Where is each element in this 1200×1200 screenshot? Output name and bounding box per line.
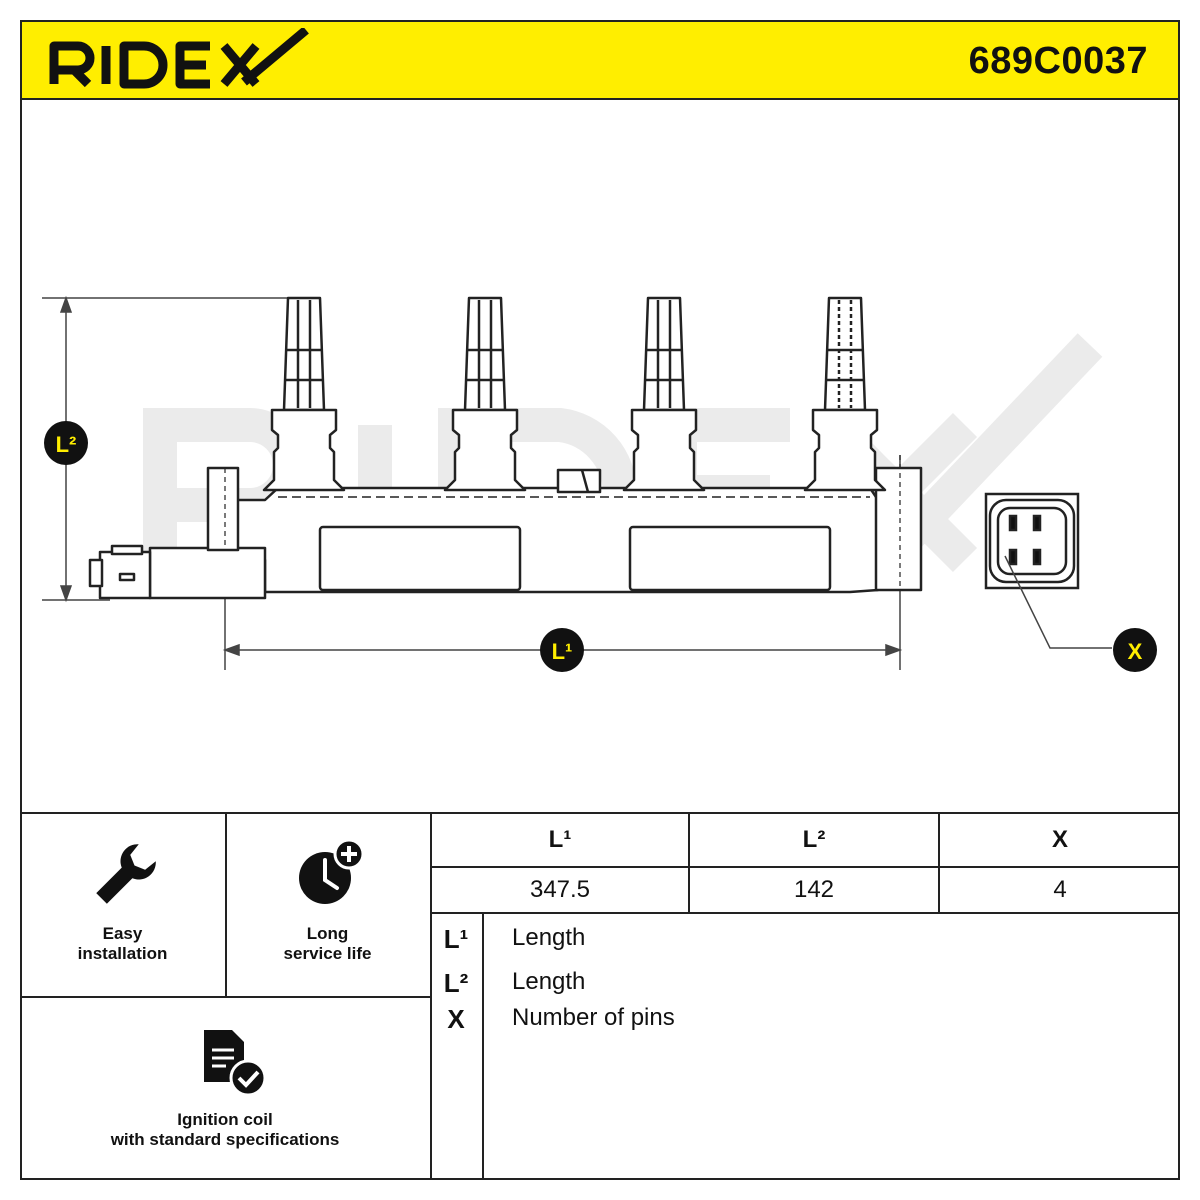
divider — [20, 812, 1180, 814]
header-bar: 689C0037 — [20, 20, 1180, 100]
part-number: 689C0037 — [968, 40, 1148, 82]
divider — [688, 812, 690, 912]
ignition-coil-drawing — [88, 455, 923, 600]
legend-text: Number of pins — [512, 1004, 675, 1031]
divider — [225, 812, 227, 996]
divider — [430, 866, 1180, 868]
feature-label-line1: Long — [306, 924, 349, 943]
legend-symbol: L¹ — [443, 924, 469, 954]
legend-text: Length — [512, 924, 586, 951]
sheet-frame — [20, 20, 1180, 1180]
callout-badge-l1: L¹ — [540, 628, 584, 672]
legend-symbol: L² — [443, 968, 469, 998]
callout-l1-text: L¹ — [552, 639, 573, 664]
feature-label-line2: installation — [77, 944, 168, 963]
feature-label-line1: Easy — [102, 924, 143, 943]
technical-drawing: L² L¹ X — [22, 100, 1178, 812]
feature-long-service-life: Long service life — [225, 812, 430, 996]
spec-header-l2: L² — [802, 826, 826, 853]
spec-value-l1: 347.5 — [529, 876, 591, 903]
feature-label-line2: with standard specifications — [110, 1130, 340, 1149]
divider — [20, 996, 430, 998]
callout-l2-text: L² — [56, 432, 77, 457]
legend: L¹ Length L² Length X Number of pins — [430, 912, 1180, 1180]
document-check-icon — [204, 1030, 267, 1097]
callout-badge-l2: L² — [44, 421, 88, 465]
callout-x-text: X — [1128, 639, 1143, 664]
feature-standard-specifications: Ignition coil with standard specificatio… — [20, 996, 430, 1180]
divider — [430, 812, 432, 1180]
divider — [938, 812, 940, 912]
divider — [482, 912, 484, 1180]
connector-pinout — [984, 492, 1112, 649]
divider — [430, 912, 1180, 914]
wrench-icon — [96, 844, 156, 904]
feature-label-line1: Ignition coil — [177, 1110, 273, 1129]
spec-header-l1: L¹ — [548, 826, 572, 853]
spec-header-x: X — [1051, 826, 1068, 853]
coil-towers — [262, 296, 887, 492]
callout-badge-x: X — [1113, 628, 1157, 672]
feature-label-line2: service life — [283, 944, 372, 963]
brand-logo — [44, 26, 314, 95]
spec-value-l2: 142 — [793, 876, 835, 903]
feature-easy-installation: Easy installation — [20, 812, 225, 996]
legend-symbol: X — [447, 1004, 465, 1034]
spec-value-x: 4 — [1053, 876, 1067, 903]
info-section: Easy installation Long service life Igni… — [20, 812, 1180, 1180]
legend-text: Length — [512, 968, 586, 995]
clock-plus-icon — [299, 838, 365, 904]
